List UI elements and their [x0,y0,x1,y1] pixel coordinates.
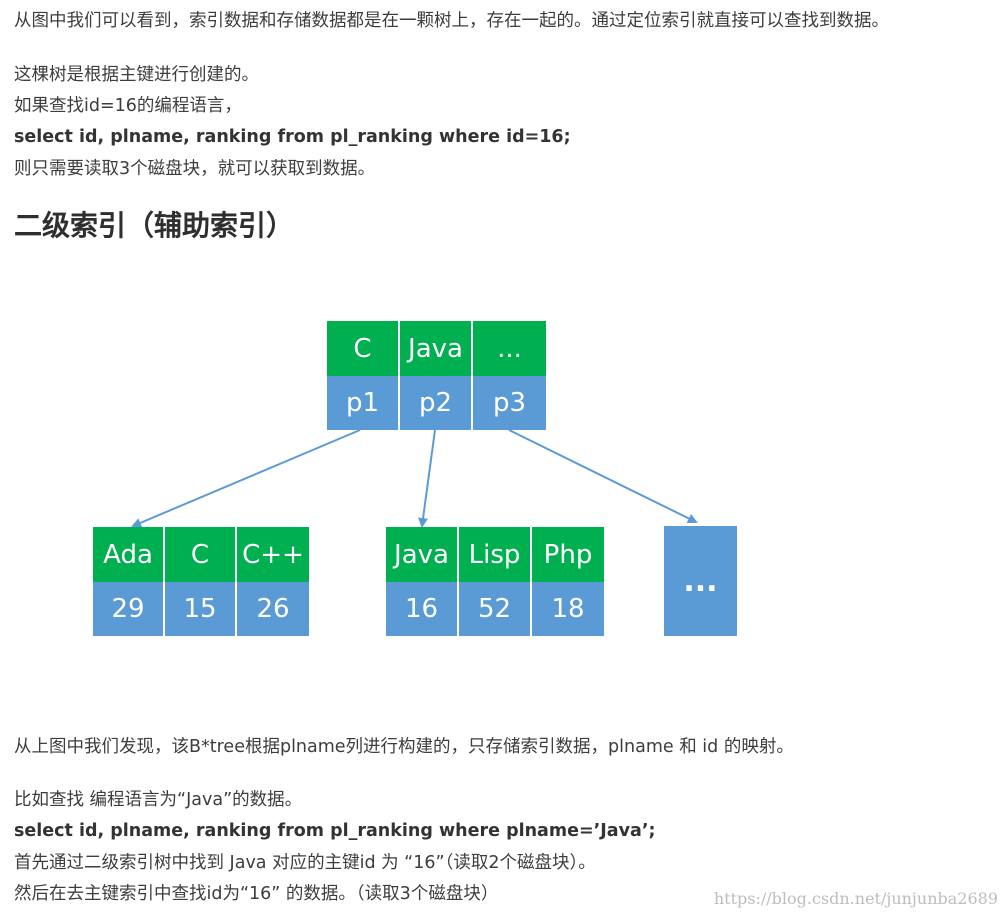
leaf1-key-2: C [165,527,237,582]
sql-query-by-plname: select id, plname, ranking from pl_ranki… [14,821,656,841]
leaf2-value-2: 52 [459,582,532,636]
tree-basis-text: 这棵树是根据主键进行创建的。 [14,65,259,85]
example-intro-text: 比如查找 编程语言为“Java”的数据。 [14,790,303,810]
leaf1-value-1: 29 [93,582,165,636]
root-pointer-3: p3 [473,376,546,430]
root-pointer-2: p2 [400,376,473,430]
leaf1-value-3: 26 [237,582,309,636]
arrow-p3 [508,429,698,523]
leaf2-key-2: Lisp [459,527,532,582]
sql-query-by-id: select id, plname, ranking from pl_ranki… [14,127,571,147]
root-key-1: C [327,321,400,376]
arrow-p1 [131,429,361,528]
step-two-text: 然后在去主键索引中查找id为“16” 的数据。（读取3个磁盘块） [14,884,499,904]
leaf1-key-1: Ada [93,527,165,582]
arrow-p2 [418,429,436,528]
leaf1-value-2: 15 [165,582,237,636]
root-key-3: ... [473,321,546,376]
root-key-2: Java [400,321,473,376]
leaf2-key-1: Java [386,527,459,582]
leaf2-value-1: 16 [386,582,459,636]
more-nodes-block: ... [664,526,737,636]
leaf2-value-3: 18 [532,582,604,636]
analysis-paragraph: 从上图中我们发现，该B*tree根据plname列进行构建的，只存储索引数据，p… [14,737,794,757]
leaf1-key-3: C++ [237,527,309,582]
query-intro-text: 如果查找id=16的编程语言， [14,96,242,116]
disk-read-text: 则只需要读取3个磁盘块，就可以获取到数据。 [14,159,376,179]
root-pointer-1: p1 [327,376,400,430]
leaf2-key-3: Php [532,527,604,582]
step-one-text: 首先通过二级索引树中找到 Java 对应的主键id 为 “16”（读取2个磁盘块… [14,853,596,873]
csdn-watermark: https://blog.csdn.net/junjunba2689 [713,889,998,908]
intro-paragraph: 从图中我们可以看到，索引数据和存储数据都是在一颗树上，存在一起的。通过定位索引就… [14,11,889,31]
section-heading: 二级索引（辅助索引） [14,209,295,242]
